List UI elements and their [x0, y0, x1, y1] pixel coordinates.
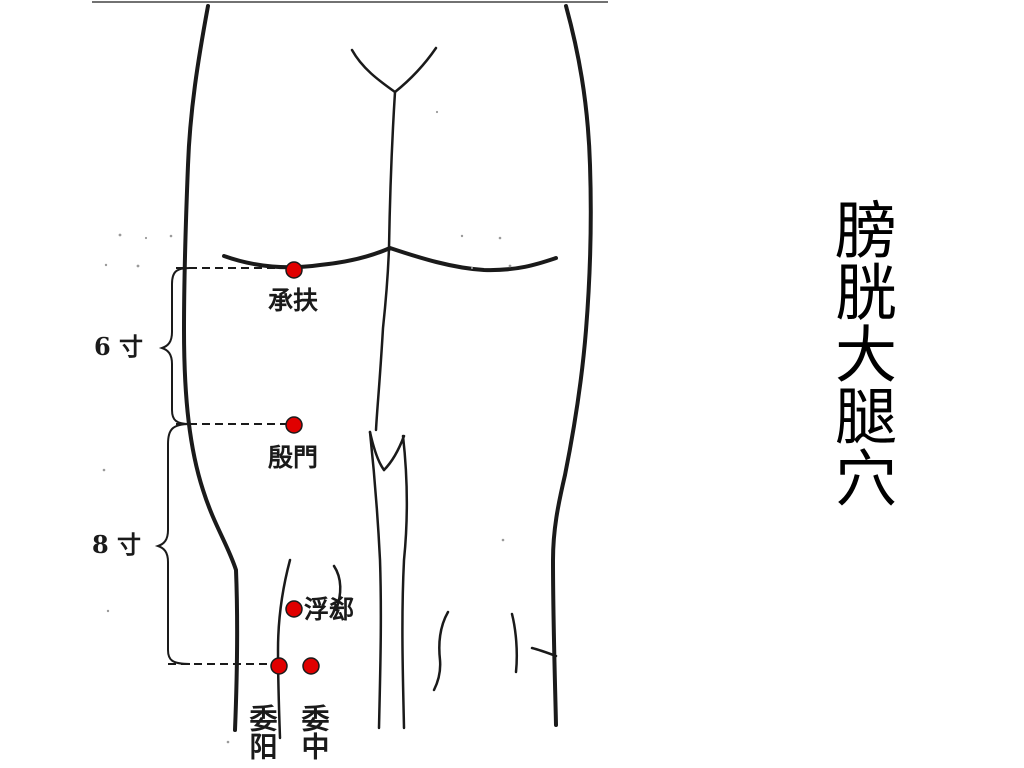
- label-weizhong: 委中: [298, 704, 331, 760]
- measure-label-6: 6 寸: [94, 332, 143, 361]
- measurement-guides: [154, 267, 290, 665]
- inner-thigh-left: [368, 430, 386, 472]
- tendon-right-b: [510, 612, 519, 674]
- right-outer-thigh: [551, 4, 593, 727]
- brace-upper: [158, 267, 191, 425]
- point-weiyang: [270, 657, 288, 675]
- label-fuxi: 浮郄: [304, 595, 354, 624]
- acupoints: [270, 261, 320, 675]
- knee-line-right: [401, 434, 409, 730]
- tendon-left: [276, 558, 292, 740]
- label-weiyang: 委阳: [246, 704, 279, 760]
- knee-line-left: [368, 430, 383, 730]
- paper-speckles: [102, 110, 512, 744]
- measurement-labels: 6 寸 8 寸: [92, 332, 143, 559]
- center-line: [374, 90, 397, 432]
- point-labels: 承扶 殷門 浮郄 委阳 委中: [246, 286, 355, 760]
- inner-thigh-right: [382, 434, 406, 472]
- measure-label-8: 8 寸: [92, 530, 141, 559]
- tendon-right-a: [432, 610, 450, 692]
- tendon-right-c: [530, 646, 558, 658]
- brace-lower: [154, 423, 191, 665]
- slide-title: 膀胱大腿穴: [824, 198, 897, 508]
- groin-curve: [350, 46, 438, 94]
- point-fuxi: [285, 600, 303, 618]
- point-weizhong: [302, 657, 320, 675]
- point-yinmen: [285, 416, 303, 434]
- left-outer-thigh: [182, 4, 240, 732]
- label-chengfu: 承扶: [268, 286, 318, 315]
- tendon-mid: [332, 564, 342, 612]
- label-yinmen: 殷門: [268, 443, 318, 472]
- leg-outline: [182, 4, 593, 740]
- point-chengfu: [285, 261, 303, 279]
